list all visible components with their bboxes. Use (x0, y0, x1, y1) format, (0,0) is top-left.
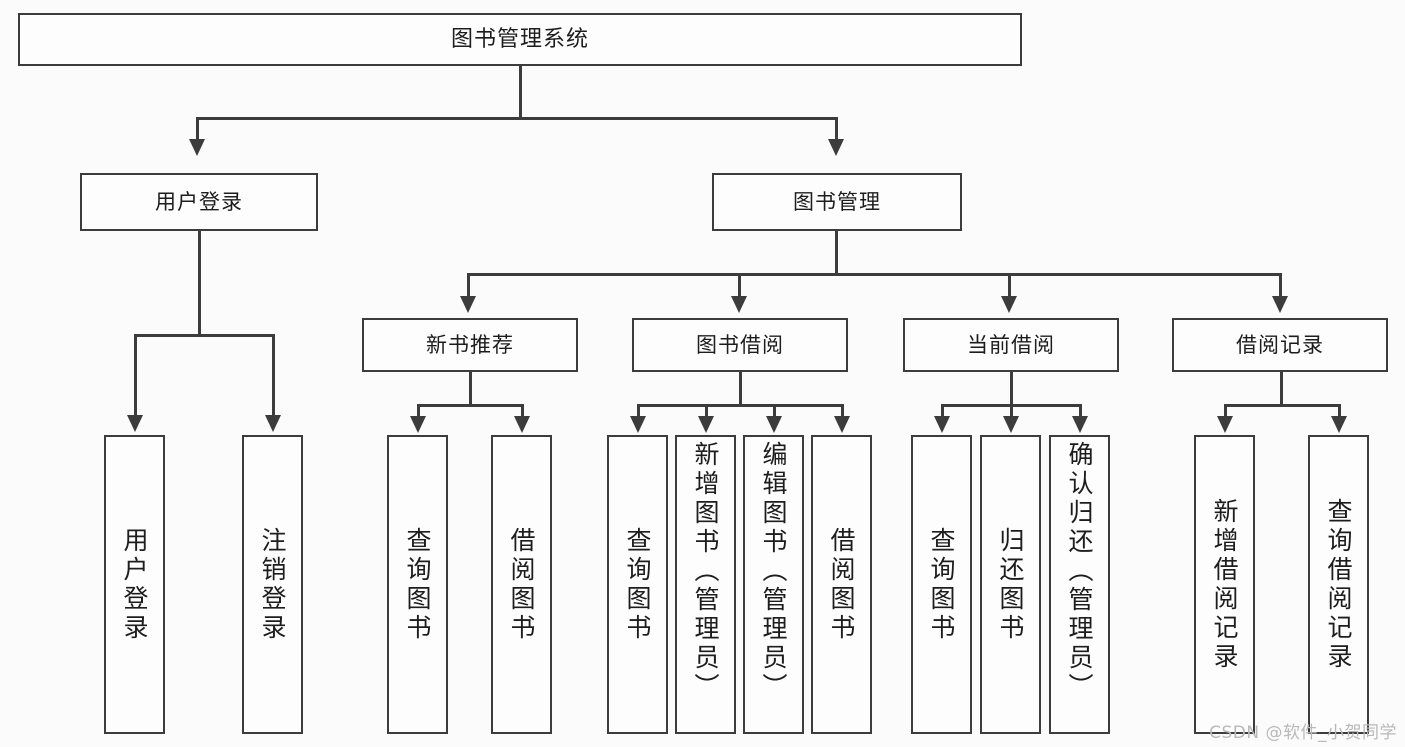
connector-current-borrow-child-3 (1079, 404, 1082, 417)
node-label: 用户登录 (155, 189, 243, 214)
node-label: 查询图书 (623, 526, 652, 643)
connector-root-bar (196, 117, 837, 120)
leaf-current-borrow-return-books[interactable]: 归还图书 (980, 435, 1041, 734)
node-label: 查询图书 (927, 526, 956, 643)
connector-book-borrow-child-3 (773, 404, 776, 417)
connector-root-to-user-login (196, 117, 199, 140)
arrow-current-borrow-child-3 (1072, 416, 1088, 433)
arrow-borrow-record-child-1 (1217, 416, 1233, 433)
node-root-system[interactable]: 图书管理系统 (18, 13, 1022, 66)
node-label: 借阅图书 (827, 526, 856, 643)
csdn-watermark: CSDN @软件_小贺同学 (1209, 723, 1397, 743)
connector-borrow-record-child-1 (1224, 404, 1227, 417)
arrow-root-to-book-mgmt (828, 139, 844, 156)
connector-book-mgmt-stem (835, 231, 838, 275)
leaf-user-login-login[interactable]: 用户登录 (104, 435, 165, 734)
connector-user-login-child-2 (272, 334, 275, 416)
leaf-new-book-query-books[interactable]: 查询图书 (387, 435, 448, 734)
connector-borrow-record-child-2 (1338, 404, 1341, 417)
node-label: 查询图书 (403, 526, 432, 643)
arrow-book-mgmt-child-3 (1001, 296, 1017, 313)
leaf-current-borrow-confirm-return-admin[interactable]: 确认归还（管理员） (1049, 435, 1110, 734)
arrow-user-login-child-2 (265, 415, 281, 432)
node-label: 图书借阅 (696, 332, 784, 357)
arrow-root-to-user-login (189, 139, 205, 156)
node-label: 编辑图书（管理员） (759, 441, 788, 702)
arrow-new-book-child-1 (410, 416, 426, 433)
arrow-book-mgmt-child-1 (460, 296, 476, 313)
connector-new-book-child-2 (521, 404, 524, 417)
arrow-new-book-child-2 (514, 416, 530, 433)
node-new-book-recommend[interactable]: 新书推荐 (362, 318, 578, 372)
leaf-borrow-record-add-record[interactable]: 新增借阅记录 (1194, 435, 1255, 734)
node-current-borrow[interactable]: 当前借阅 (903, 318, 1119, 372)
connector-new-book-child-1 (417, 404, 420, 417)
connector-new-book-stem (469, 372, 472, 406)
connector-book-borrow-stem (739, 372, 742, 406)
node-label: 用户登录 (120, 526, 149, 643)
node-label: 归还图书 (996, 526, 1025, 643)
leaf-book-borrow-edit-book-admin[interactable]: 编辑图书（管理员） (743, 435, 804, 734)
connector-book-mgmt-child-3 (1008, 273, 1011, 297)
leaf-borrow-record-query-record[interactable]: 查询借阅记录 (1308, 435, 1369, 734)
leaf-book-borrow-add-book-admin[interactable]: 新增图书（管理员） (675, 435, 736, 734)
arrow-book-mgmt-child-4 (1272, 296, 1288, 313)
connector-user-login-bar (134, 334, 272, 337)
connector-book-borrow-child-1 (637, 404, 640, 417)
node-user-login[interactable]: 用户登录 (80, 173, 318, 231)
node-label: 借阅记录 (1236, 332, 1324, 357)
arrow-book-mgmt-child-2 (731, 296, 747, 313)
leaf-user-login-logout[interactable]: 注销登录 (242, 435, 303, 734)
node-label: 图书管理系统 (450, 26, 589, 52)
connector-borrow-record-bar (1224, 404, 1338, 407)
arrow-current-borrow-child-2 (1003, 416, 1019, 433)
connector-new-book-bar (417, 404, 521, 407)
connector-user-login-child-1 (134, 334, 137, 416)
node-label: 查询借阅记录 (1324, 497, 1353, 672)
node-book-management[interactable]: 图书管理 (712, 173, 962, 231)
arrow-book-borrow-child-3 (766, 416, 782, 433)
leaf-current-borrow-query-books[interactable]: 查询图书 (911, 435, 972, 734)
connector-current-borrow-child-1 (941, 404, 944, 417)
connector-book-mgmt-child-2 (738, 273, 741, 297)
connector-book-mgmt-child-4 (1279, 273, 1282, 297)
arrow-book-borrow-child-2 (698, 416, 714, 433)
leaf-book-borrow-query-books[interactable]: 查询图书 (607, 435, 668, 734)
leaf-new-book-borrow-books[interactable]: 借阅图书 (491, 435, 552, 734)
connector-book-mgmt-bar (467, 273, 1279, 276)
connector-book-borrow-bar (637, 404, 844, 407)
node-label: 新书推荐 (426, 332, 514, 357)
connector-user-login-stem (198, 231, 201, 337)
arrow-user-login-child-1 (127, 415, 143, 432)
node-label: 新增借阅记录 (1210, 497, 1239, 672)
leaf-book-borrow-borrow-books[interactable]: 借阅图书 (811, 435, 872, 734)
arrow-book-borrow-child-1 (630, 416, 646, 433)
node-label: 新增图书（管理员） (691, 441, 720, 702)
node-label: 图书管理 (793, 189, 881, 214)
connector-current-borrow-child-2 (1010, 404, 1013, 417)
arrow-book-borrow-child-4 (834, 416, 850, 433)
node-label: 借阅图书 (507, 526, 536, 643)
connector-root-stem (519, 66, 522, 118)
arrow-borrow-record-child-2 (1331, 416, 1347, 433)
connector-book-borrow-child-4 (841, 404, 844, 417)
connector-borrow-record-stem (1280, 372, 1283, 406)
node-label: 注销登录 (258, 526, 287, 643)
node-borrow-record[interactable]: 借阅记录 (1172, 318, 1388, 372)
arrow-current-borrow-child-1 (934, 416, 950, 433)
connector-book-mgmt-child-1 (467, 273, 470, 297)
node-book-borrow[interactable]: 图书借阅 (632, 318, 848, 372)
node-label: 当前借阅 (967, 332, 1055, 357)
connector-book-borrow-child-2 (705, 404, 708, 417)
connector-current-borrow-stem (1010, 372, 1013, 406)
node-label: 确认归还（管理员） (1065, 441, 1094, 702)
connector-root-to-book-mgmt (835, 117, 838, 140)
